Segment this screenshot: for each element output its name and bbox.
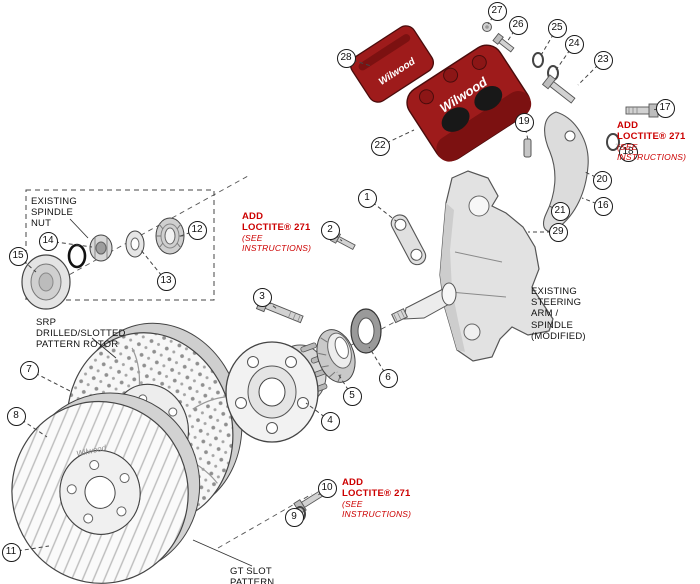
label-loctite-bottom: ADD LOCTITE® 271(SEE INSTRUCTIONS): [342, 477, 411, 519]
label-text: ADD LOCTITE® 271: [242, 211, 311, 234]
label-existing-spindle-nut: EXISTING SPINDLE NUT: [31, 196, 77, 230]
callout-11: 11: [1, 542, 21, 562]
callout-22: 22: [370, 136, 390, 156]
callout-5: 5: [342, 386, 362, 406]
leader-line-25: [539, 27, 558, 58]
washer-18: [606, 133, 620, 151]
grease-seal: [350, 308, 382, 354]
spindle-shaft: [391, 282, 457, 324]
dust-cap: [21, 254, 71, 310]
label-subtext: (SEE INSTRUCTIONS): [242, 233, 312, 254]
callout-6: 6: [378, 368, 398, 388]
label-gt-rotor: GT SLOT PATTERN ROTOR: [230, 566, 274, 584]
bolt-23: [541, 74, 576, 104]
rotor-gt-slot: Wilwood: [11, 392, 201, 584]
bolt-17: [625, 103, 659, 118]
callout-3: 3: [252, 287, 272, 307]
leader-line-1: [366, 197, 397, 222]
label-text: EXISTING SPINDLE NUT: [31, 196, 77, 230]
callout-19: 19: [514, 112, 534, 132]
inner-bearing: [316, 329, 356, 383]
callout-27: 27: [487, 1, 507, 21]
callout-8: 8: [6, 406, 26, 426]
hub-assembly: [225, 341, 331, 443]
callout-24: 24: [564, 34, 584, 54]
washer-25: [532, 52, 544, 68]
spindle-nut-region-box: [25, 189, 215, 301]
label-text: EXISTING STEERING ARM / SPINDLE (MODIFIE…: [531, 286, 586, 342]
label-srp-rotor: SRP DRILLED/SLOTTED PATTERN ROTOR: [36, 317, 126, 351]
label-loctite-right: ADD LOCTITE® 271(SEE INSTRUCTIONS): [617, 120, 686, 162]
label-existing-steering-arm: EXISTING STEERING ARM / SPINDLE (MODIFIE…: [531, 286, 586, 342]
label-text: SRP DRILLED/SLOTTED PATTERN ROTOR: [36, 317, 126, 351]
leader-line-6: [368, 346, 389, 379]
callout-9: 9: [284, 507, 304, 527]
leader-line-22: [379, 129, 415, 147]
leader-line-8: [15, 415, 48, 438]
radius-link-arm: [390, 214, 427, 266]
callout-25: 25: [547, 18, 567, 38]
label-text: ADD LOCTITE® 271: [617, 120, 686, 143]
leader-line-4: [305, 402, 331, 422]
label-subtext: (SEE INSTRUCTIONS): [617, 142, 687, 163]
leader-line-28: [345, 57, 372, 67]
callout-17: 17: [655, 98, 675, 118]
label-text: GT SLOT PATTERN ROTOR: [230, 566, 275, 584]
callout-15: 15: [8, 246, 28, 266]
callout-23: 23: [593, 50, 613, 70]
label-subtext: (SEE INSTRUCTIONS): [342, 499, 412, 520]
callout-4: 4: [320, 411, 340, 431]
bolt-27: [482, 22, 492, 32]
callout-1: 1: [357, 188, 377, 208]
label-text: ADD LOCTITE® 271: [342, 477, 411, 500]
callout-16: 16: [593, 196, 613, 216]
callout-26: 26: [508, 15, 528, 35]
callout-7: 7: [19, 360, 39, 380]
spindle-nut: [89, 234, 113, 262]
callout-28: 28: [336, 48, 356, 68]
callout-13: 13: [156, 271, 176, 291]
callout-12: 12: [187, 220, 207, 240]
steering-knuckle: [439, 170, 554, 362]
callout-18: 18: [618, 142, 638, 162]
caliper-main: Wilwood: [406, 44, 532, 162]
leader-line-24: [555, 43, 575, 71]
callout-20: 20: [592, 170, 612, 190]
leader-line-5: [336, 371, 353, 397]
leader-line-23: [577, 59, 604, 86]
caliper-bracket: [542, 111, 589, 232]
callout-2: 2: [320, 220, 340, 240]
outer-bearing: [155, 217, 185, 255]
callout-10: 10: [317, 478, 337, 498]
callout-14: 14: [38, 231, 58, 251]
label-pointer-lines: [69, 218, 253, 567]
callout-21: 21: [550, 201, 570, 221]
caliper-inner-half: Wilwood: [349, 25, 435, 103]
callout-29: 29: [548, 222, 568, 242]
label-loctite-upper-left: ADD LOCTITE® 271(SEE INSTRUCTIONS): [242, 211, 311, 253]
bolt-26: [492, 32, 515, 53]
spindle-washer: [125, 230, 145, 258]
